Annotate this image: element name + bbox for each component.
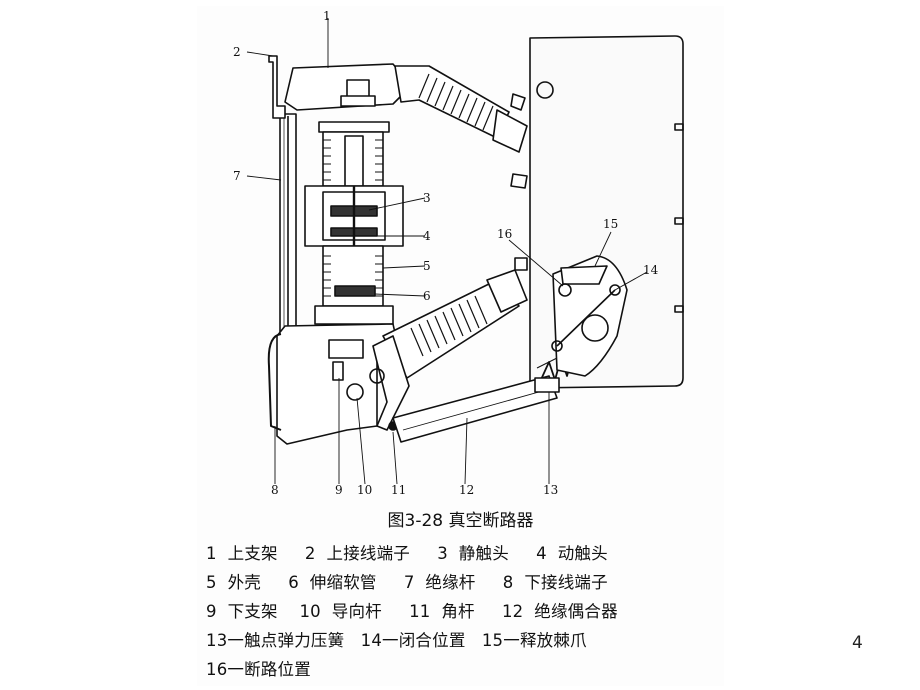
callout-2: 2 — [233, 45, 241, 59]
callout-14: 14 — [643, 263, 659, 277]
release-pawl — [551, 255, 628, 377]
vacuum-breaker-drawing: 1 2 3 4 5 6 7 8 9 10 11 12 13 14 15 16 — [233, 9, 684, 497]
callout-15: 15 — [603, 217, 618, 231]
insulating-rod — [279, 113, 297, 335]
upper-terminal-bracket — [268, 55, 286, 119]
callout-16: 16 — [497, 227, 512, 241]
lower-support — [267, 323, 398, 445]
callout-12: 12 — [459, 483, 474, 497]
angle-lever — [369, 335, 410, 431]
upper-bellows-arm — [394, 65, 528, 189]
callout-9: 9 — [335, 483, 343, 497]
callout-10: 10 — [357, 483, 372, 497]
legend-line-1: 1 上支架 2 上接线端子 3 静触头 4 动触头 — [206, 544, 608, 563]
legend-line-5: 16一断路位置 — [206, 660, 311, 679]
legend-line-2: 5 外壳 6 伸缩软管 7 绝缘杆 8 下接线端子 — [206, 573, 608, 592]
figure-caption: 图3-28 真空断路器 — [387, 511, 534, 531]
callout-4: 4 — [423, 229, 431, 243]
callout-1: 1 — [323, 9, 331, 23]
callout-5: 5 — [423, 259, 431, 273]
page-number: 4 — [852, 633, 863, 653]
callout-6: 6 — [423, 289, 431, 303]
callout-13: 13 — [543, 483, 558, 497]
callout-7: 7 — [233, 169, 241, 183]
upper-support — [284, 63, 412, 111]
callout-numbers: 1 2 3 4 5 6 7 8 9 10 11 12 13 14 15 16 — [233, 9, 659, 497]
insulating-coupler — [392, 375, 558, 443]
lower-bellows-arm — [382, 257, 528, 379]
callout-8: 8 — [271, 483, 279, 497]
legend-line-4: 13一触点弹力压簧 14一闭合位置 15一释放棘爪 — [206, 631, 587, 650]
callout-11: 11 — [391, 483, 406, 497]
legend-line-3: 9 下支架 10 导向杆 11 角杆 12 绝缘偶合器 — [206, 602, 618, 621]
interrupter-housing — [304, 121, 404, 325]
leader-lines — [246, 18, 648, 485]
callout-3: 3 — [423, 191, 431, 205]
